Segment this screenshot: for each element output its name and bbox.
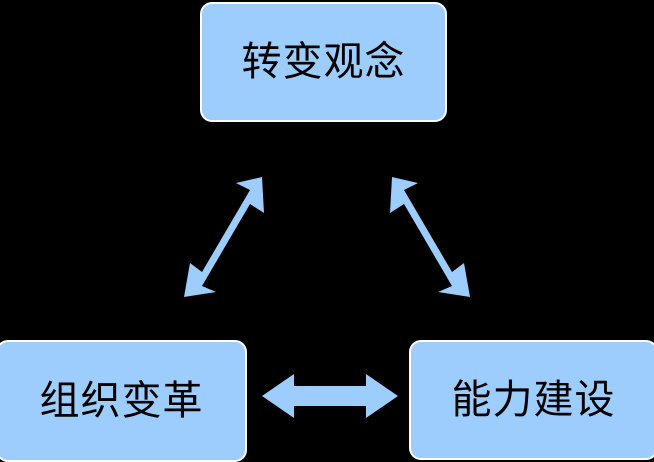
node-label-bottom-right: 能力建设 bbox=[451, 378, 616, 422]
node-label-top: 转变观念 bbox=[241, 40, 406, 84]
node-box-bottom-right[interactable]: 能力建设 bbox=[409, 340, 654, 460]
node-label-bottom-left: 组织变革 bbox=[39, 379, 204, 423]
double-arrow-left-diagonal-icon bbox=[184, 177, 264, 297]
double-arrow-horizontal-icon bbox=[262, 374, 398, 418]
node-box-bottom-left[interactable]: 组织变革 bbox=[0, 340, 247, 462]
node-box-top[interactable]: 转变观念 bbox=[200, 2, 447, 122]
double-arrow-right-diagonal-icon bbox=[390, 177, 470, 297]
